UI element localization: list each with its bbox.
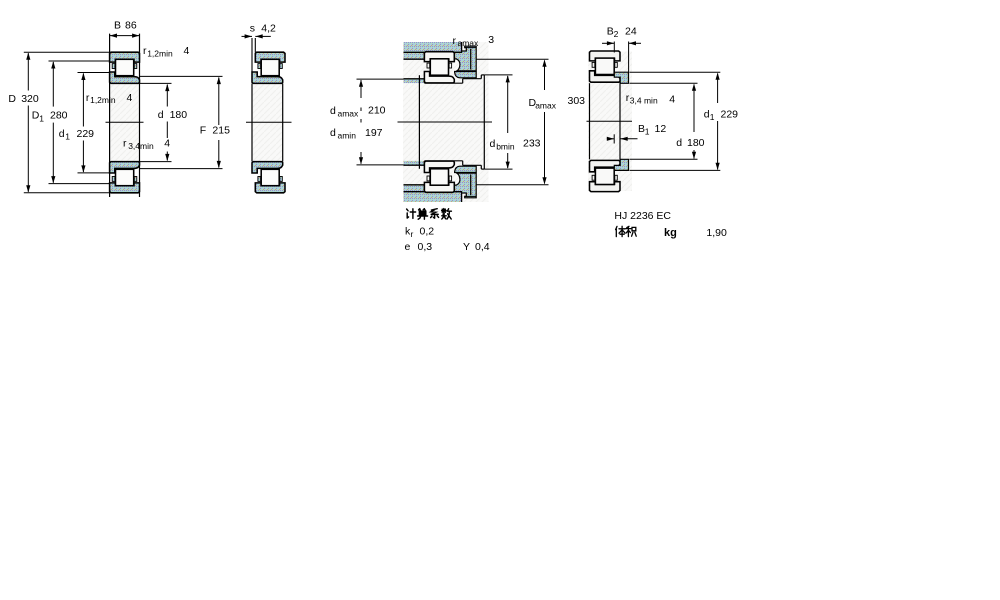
svg-text:d: d — [330, 127, 336, 139]
svg-text:303: 303 — [568, 95, 586, 107]
svg-text:12: 12 — [655, 123, 667, 135]
svg-text:4: 4 — [127, 92, 133, 104]
svg-text:3,4min: 3,4min — [128, 141, 154, 151]
svg-text:1: 1 — [65, 132, 70, 142]
svg-text:D: D — [8, 93, 16, 105]
svg-text:233: 233 — [523, 138, 541, 150]
svg-text:197: 197 — [365, 127, 383, 139]
svg-text:amax: amax — [535, 101, 557, 111]
svg-text:s: s — [250, 22, 255, 34]
svg-text:180: 180 — [170, 109, 188, 121]
svg-text:210: 210 — [368, 105, 386, 117]
svg-text:4: 4 — [669, 93, 675, 105]
svg-text:amax: amax — [458, 38, 480, 48]
svg-text:320: 320 — [21, 93, 39, 105]
svg-text:d: d — [676, 137, 682, 149]
svg-text:D: D — [32, 110, 40, 122]
svg-text:1: 1 — [645, 127, 650, 137]
svg-text:3,4 min: 3,4 min — [630, 96, 658, 106]
svg-text:3: 3 — [488, 34, 494, 46]
svg-text:r: r — [143, 45, 147, 57]
svg-text:d: d — [158, 109, 164, 121]
svg-text:86: 86 — [125, 20, 137, 32]
svg-text:D: D — [529, 97, 537, 109]
svg-text:B: B — [114, 20, 121, 32]
svg-text:d: d — [59, 128, 65, 140]
svg-text:1,2min: 1,2min — [147, 49, 173, 59]
svg-text:4: 4 — [184, 45, 190, 57]
svg-text:F: F — [200, 125, 206, 137]
svg-text:229: 229 — [721, 109, 739, 121]
svg-text:24: 24 — [625, 26, 637, 38]
svg-text:2: 2 — [614, 29, 619, 39]
svg-text:d: d — [490, 138, 496, 150]
svg-text:215: 215 — [212, 125, 230, 137]
svg-text:Y: Y — [463, 241, 470, 253]
svg-text:k: k — [405, 226, 411, 238]
svg-text:0,4: 0,4 — [475, 241, 490, 253]
svg-text:4,2: 4,2 — [261, 22, 276, 34]
svg-text:HJ 2236 EC: HJ 2236 EC — [614, 210, 671, 222]
svg-text:bmin: bmin — [496, 141, 515, 151]
svg-text:B: B — [638, 123, 645, 135]
svg-text:r: r — [453, 35, 457, 47]
svg-text:280: 280 — [50, 110, 68, 122]
svg-text:1: 1 — [710, 112, 715, 122]
svg-text:229: 229 — [77, 128, 95, 140]
svg-text:1,90: 1,90 — [706, 227, 727, 239]
svg-text:4: 4 — [164, 138, 170, 150]
svg-text:r: r — [626, 92, 630, 104]
svg-text:180: 180 — [687, 137, 705, 149]
svg-text:amax: amax — [338, 109, 360, 119]
svg-text:amin: amin — [338, 131, 357, 141]
svg-text:r: r — [86, 92, 90, 104]
svg-text:e: e — [405, 241, 411, 253]
svg-text:d: d — [330, 105, 336, 117]
svg-text:r: r — [123, 137, 127, 149]
svg-text:B: B — [607, 26, 614, 38]
svg-text:d: d — [704, 109, 710, 121]
svg-text:0,2: 0,2 — [420, 226, 435, 238]
svg-text:1,2min: 1,2min — [90, 95, 116, 105]
svg-text:kg: kg — [664, 227, 677, 239]
svg-text:1: 1 — [39, 113, 44, 123]
svg-text:0,3: 0,3 — [418, 241, 433, 253]
svg-text:r: r — [411, 229, 414, 239]
